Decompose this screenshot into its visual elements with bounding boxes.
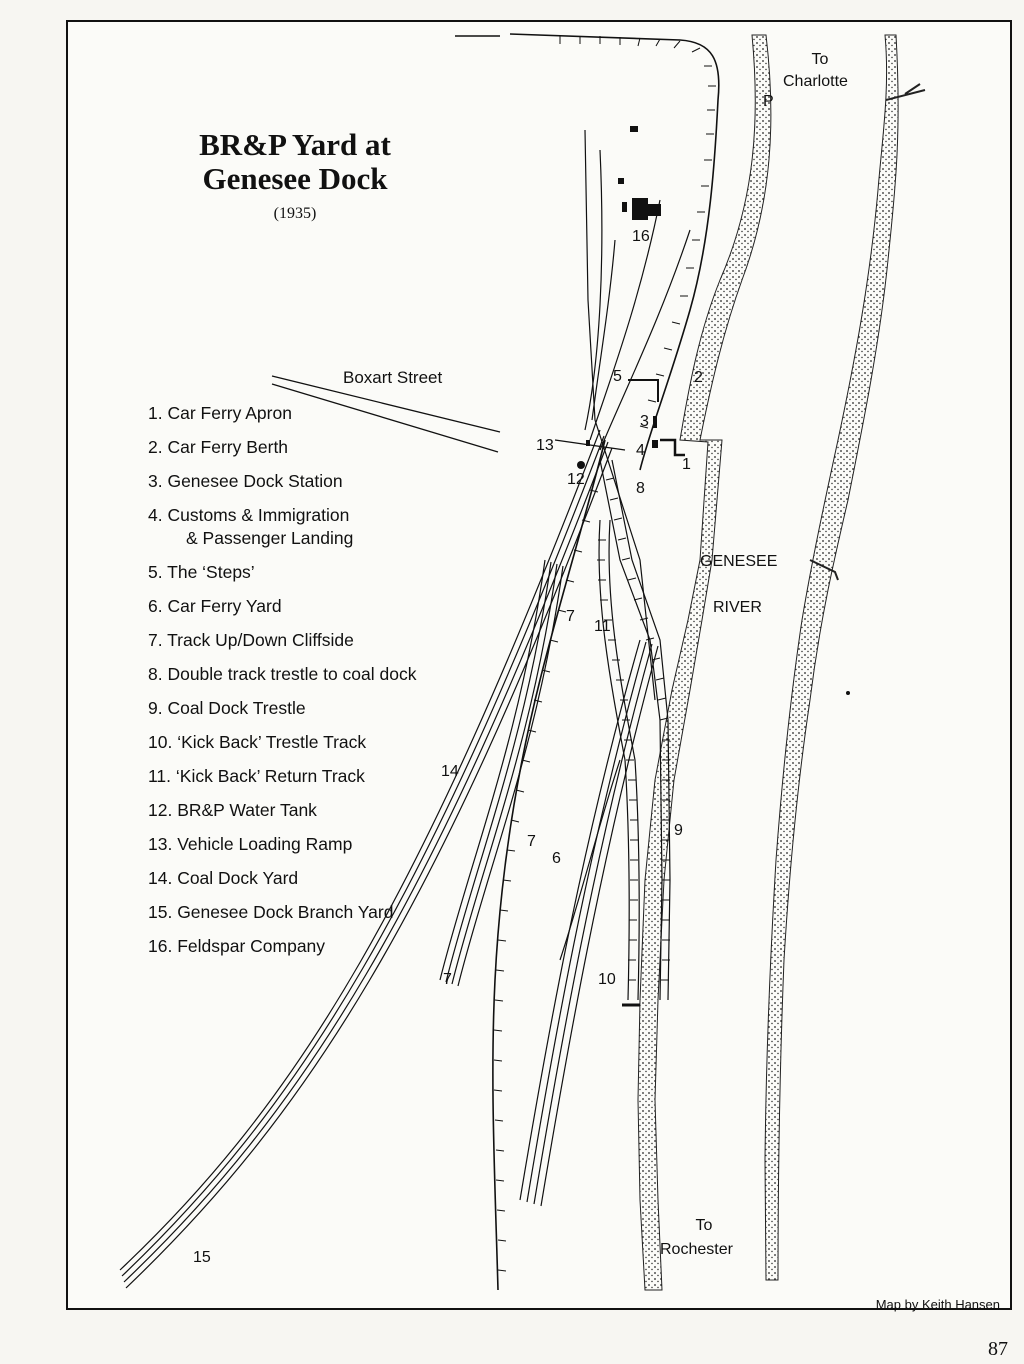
legend-item: 12. BR&P Water Tank bbox=[148, 800, 317, 820]
map-number-3: 3 bbox=[640, 413, 649, 430]
map-number-7-c: 7 bbox=[443, 971, 452, 988]
western-cliff-hatching bbox=[493, 489, 599, 1272]
map-number-5: 5 bbox=[613, 368, 622, 385]
to-rochester-label-1: To bbox=[695, 1217, 713, 1234]
feldspar-building-small-2 bbox=[618, 178, 624, 184]
feldspar-building-small-3 bbox=[622, 202, 627, 212]
feldspar-building-annex bbox=[645, 204, 661, 216]
river-dot bbox=[846, 691, 850, 695]
boxart-street bbox=[271, 375, 501, 453]
legend-item: 4. Customs & Immigration bbox=[148, 505, 350, 525]
legend-item: 14. Coal Dock Yard bbox=[148, 868, 299, 888]
water-tank bbox=[577, 461, 585, 469]
buildings bbox=[577, 126, 661, 469]
cliff-top bbox=[455, 33, 720, 471]
creek-middle bbox=[809, 559, 839, 581]
to-charlotte-label-1: To bbox=[811, 51, 829, 68]
marker-p: P bbox=[763, 93, 774, 110]
map-number-10: 10 bbox=[598, 971, 616, 988]
west-river-bank bbox=[637, 34, 772, 1291]
east-river-bank bbox=[764, 34, 899, 1281]
map-number-14: 14 bbox=[441, 763, 459, 780]
map-number-6: 6 bbox=[552, 850, 561, 867]
trestle-ticks bbox=[597, 477, 670, 981]
street-label: Boxart Street bbox=[343, 368, 443, 387]
map-number-4: 4 bbox=[636, 442, 645, 459]
legend-item: 7. Track Up/Down Cliffside bbox=[148, 630, 354, 650]
feldspar-building-main bbox=[632, 198, 648, 220]
to-rochester-label-2: Rochester bbox=[660, 1241, 733, 1258]
map-title-line-2: Genesee Dock bbox=[202, 161, 388, 196]
legend-item: 11. ‘Kick Back’ Return Track bbox=[148, 766, 365, 786]
map-number-13: 13 bbox=[536, 437, 554, 454]
map-number-1: 1 bbox=[682, 456, 691, 473]
legend-item: 8. Double track trestle to coal dock bbox=[148, 664, 417, 684]
legend-item: 1. Car Ferry Apron bbox=[148, 403, 292, 423]
map-credit: Map by Keith Hansen bbox=[875, 1297, 1000, 1312]
map-number-7-b: 7 bbox=[527, 833, 536, 850]
map-year: (1935) bbox=[273, 205, 317, 222]
customs-building bbox=[652, 440, 658, 448]
legend-item: 13. Vehicle Loading Ramp bbox=[148, 834, 353, 854]
map-legend: 1. Car Ferry Apron 2. Car Ferry Berth 3.… bbox=[148, 402, 416, 969]
map-number-16: 16 bbox=[632, 228, 650, 245]
map-number-9: 9 bbox=[674, 822, 683, 839]
river-label-1: GENESEE bbox=[700, 553, 778, 570]
tracks bbox=[119, 129, 691, 1289]
loading-ramp-marker bbox=[586, 440, 590, 446]
legend-item: 5. The ‘Steps’ bbox=[148, 562, 255, 582]
legend-item: 6. Car Ferry Yard bbox=[148, 596, 282, 616]
station-building bbox=[653, 416, 657, 428]
map-number-11: 11 bbox=[594, 618, 611, 635]
legend-item: & Passenger Landing bbox=[186, 528, 354, 548]
steps-outline bbox=[628, 379, 659, 402]
feldspar-building-small bbox=[630, 126, 638, 132]
map-number-8: 8 bbox=[636, 480, 645, 497]
western-cliff-line bbox=[492, 439, 606, 1291]
cliff-hatching bbox=[559, 36, 716, 429]
map-number-15: 15 bbox=[193, 1249, 211, 1266]
legend-item: 3. Genesee Dock Station bbox=[148, 471, 343, 491]
map-number-2: 2 bbox=[694, 369, 703, 386]
page-number: 87 bbox=[988, 1338, 1008, 1360]
river-label-2: RIVER bbox=[713, 599, 762, 616]
legend-item: 10. ‘Kick Back’ Trestle Track bbox=[148, 732, 367, 752]
to-charlotte-label-2: Charlotte bbox=[783, 73, 848, 90]
map-title-line-1: BR&P Yard at bbox=[199, 127, 391, 162]
creek-north bbox=[885, 83, 926, 101]
legend-item: 2. Car Ferry Berth bbox=[148, 437, 289, 457]
map-number-12: 12 bbox=[567, 471, 585, 488]
legend-item: 9. Coal Dock Trestle bbox=[148, 698, 306, 718]
map-number-7-a: 7 bbox=[566, 608, 575, 625]
legend-item: 15. Genesee Dock Branch Yard bbox=[148, 902, 394, 922]
ferry-apron bbox=[660, 438, 685, 457]
legend-item: 16. Feldspar Company bbox=[148, 936, 326, 956]
